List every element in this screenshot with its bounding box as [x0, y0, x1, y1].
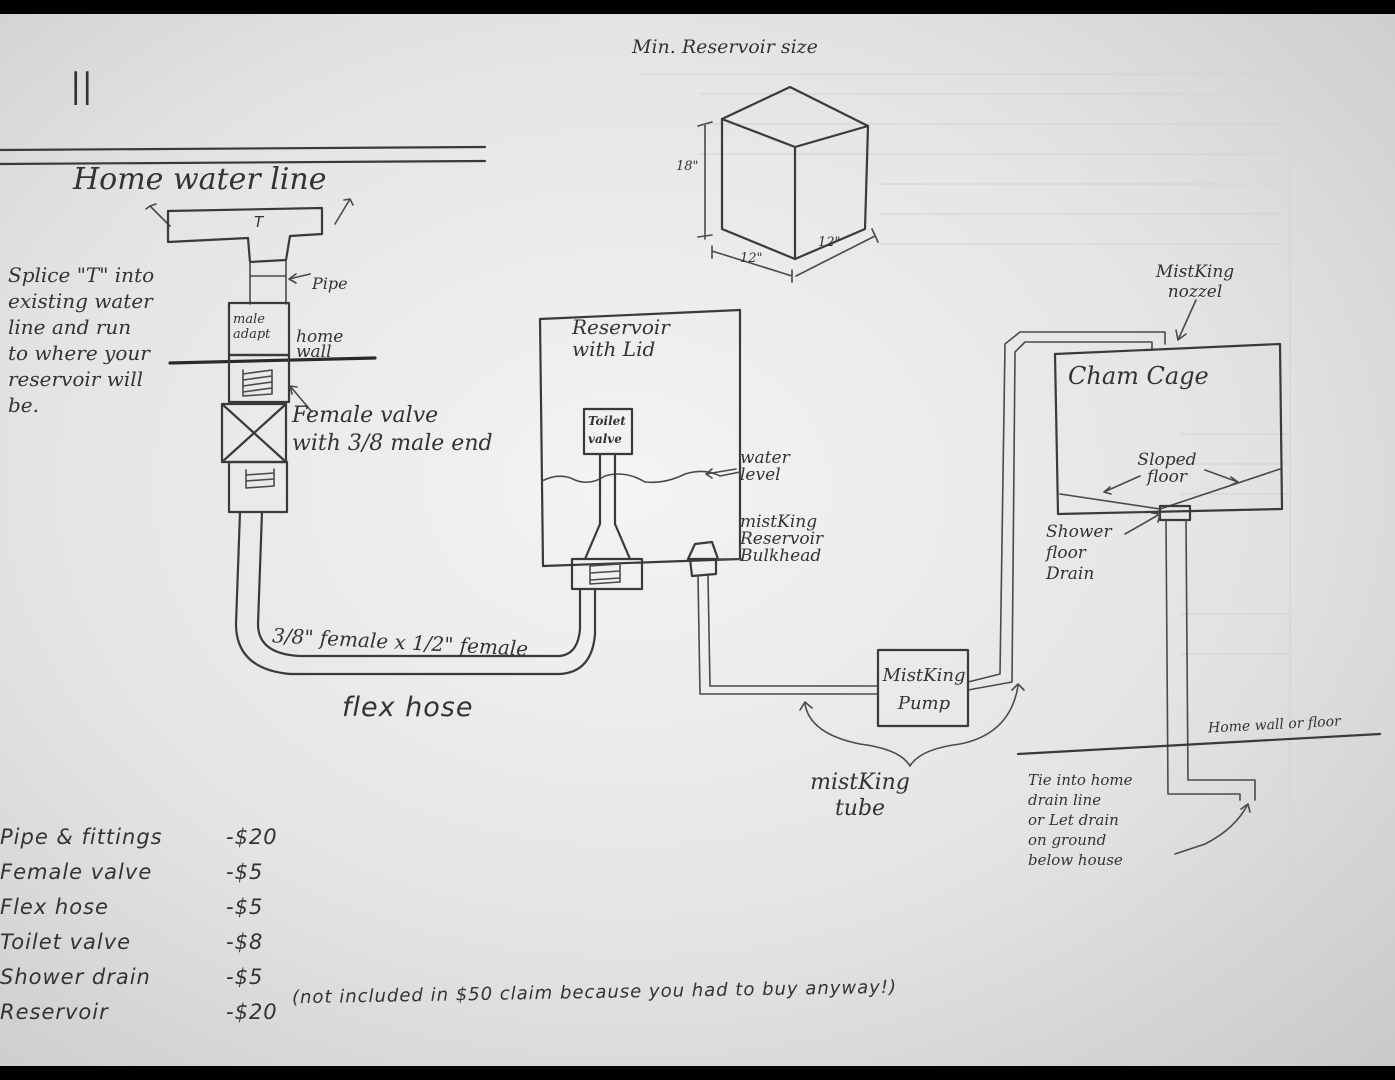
- tee-fitting: [166, 206, 324, 264]
- home-water-line-label: Home water line: [73, 162, 327, 197]
- female-valve-arrow: [289, 385, 313, 413]
- cost-price: -$5: [226, 965, 264, 989]
- cost-price: -$20: [226, 825, 278, 849]
- tie-into-arrow: [1174, 803, 1251, 855]
- cost-item: Pipe & fittings: [0, 825, 163, 849]
- nozzle-arrow: [1175, 299, 1197, 341]
- pipe-label: Pipe: [312, 274, 348, 293]
- flow-arrow-right: [334, 198, 354, 225]
- flex-hose: [234, 510, 597, 676]
- male-end-threads: [245, 468, 275, 489]
- mistking-pump-label: MistKing Pump: [882, 665, 966, 714]
- diagram-sheet: || Home water line T Splice "T" into exi…: [0, 14, 1395, 1066]
- diagram-drawing: [0, 73, 1382, 1014]
- cost-item: Shower drain: [0, 965, 151, 989]
- sloped-floor-arrows: [1103, 469, 1239, 495]
- home-water-line-pipe: [0, 145, 487, 166]
- pipe-segment: [249, 259, 287, 305]
- toilet-valve-stem: [583, 452, 632, 561]
- cham-cage: [1053, 342, 1284, 516]
- brace-arrowheads: [799, 683, 1025, 711]
- cost-price: -$5: [226, 895, 264, 919]
- cost-item: Flex hose: [0, 895, 109, 919]
- splice-instructions: Splice "T" into existing water line and …: [8, 263, 155, 417]
- min-reservoir-size-label: Min. Reservoir size: [632, 36, 818, 58]
- dimension-depth-label: 12": [818, 235, 841, 250]
- home-wall-label: home wall: [296, 327, 344, 362]
- corner-tick-mark: ||: [70, 66, 93, 106]
- home-wall-floor-line: [1016, 732, 1382, 756]
- male-end-fitting: [227, 460, 289, 514]
- toilet-valve-body: [582, 407, 634, 456]
- water-level-arrow: [705, 468, 737, 479]
- drain-label-arrow: [1124, 512, 1161, 535]
- cost-price: -$8: [226, 930, 264, 954]
- male-adapter-label: male adapt: [233, 312, 271, 342]
- tie-into-drain-label: Tie into home drain line or Let drain on…: [1028, 771, 1133, 869]
- cost-price: -$20: [226, 1000, 278, 1024]
- mistking-tube: [697, 331, 1166, 695]
- mistking-pump: [876, 648, 970, 728]
- reservoir-bulkhead-label: mistKing Reservoir Bulkhead: [740, 512, 824, 566]
- toilet-valve-label: Toilet valve: [588, 414, 626, 446]
- female-valve-label: Female valve with 3/8 male end: [292, 403, 493, 456]
- reservoir-with-lid-label: Reservoir with Lid: [572, 315, 670, 361]
- background-print-through: [640, 73, 1291, 1014]
- cham-cage-label: Cham Cage: [1068, 362, 1209, 390]
- dimension-height-label: 18": [676, 159, 699, 174]
- flex-hose-label: flex hose: [342, 692, 474, 723]
- tube-brace: [804, 685, 1019, 767]
- toilet-valve-base: [570, 557, 644, 591]
- dimension-width-label: 12": [740, 251, 763, 266]
- toilet-valve-threads: [589, 562, 621, 585]
- cost-item: Toilet valve: [0, 930, 132, 954]
- thread-lines: [242, 369, 273, 397]
- cost-item: Reservoir: [0, 1000, 109, 1024]
- water-level-label: water level: [740, 448, 790, 485]
- mistking-tube-label: mistKing tube: [810, 770, 910, 821]
- flow-arrow-left: [145, 203, 171, 227]
- min-reservoir-cube: [697, 85, 879, 283]
- shower-floor-drain-label: Shower floor Drain: [1046, 522, 1112, 584]
- bulkhead-fitting: [686, 540, 720, 578]
- shower-floor-drain: [1158, 504, 1192, 522]
- valve-cross: [220, 402, 288, 464]
- home-wall-line: [168, 356, 377, 365]
- water-level-line: [541, 470, 741, 484]
- mistking-nozzle-label: MistKing nozzel: [1155, 262, 1235, 302]
- sloped-floor-label: Sloped floor: [1137, 450, 1197, 487]
- threaded-coupling: [227, 353, 291, 404]
- cost-price: -$5: [226, 860, 264, 884]
- pipe-label-arrow: [288, 273, 311, 284]
- drain-pipe: [1165, 519, 1256, 801]
- cost-item: Female valve: [0, 860, 153, 884]
- tee-letter-label: T: [254, 213, 265, 231]
